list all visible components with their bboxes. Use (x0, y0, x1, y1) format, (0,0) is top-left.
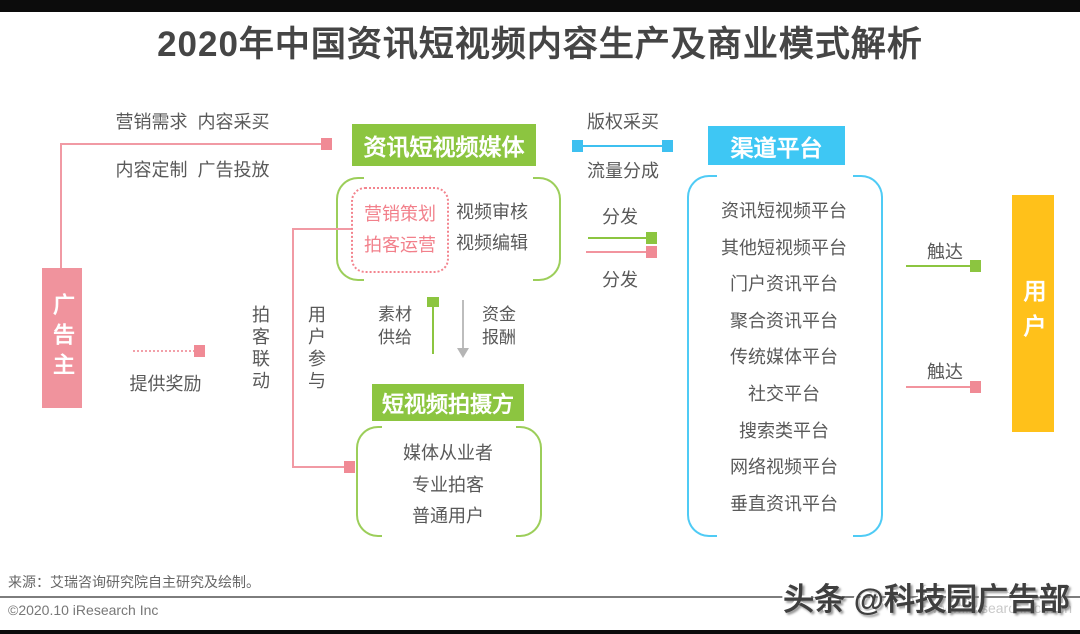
arrow-right-icon (646, 246, 657, 258)
shooter-members-list: 媒体从业者 专业拍客 普通用户 (366, 438, 530, 533)
flow-label-custom-ads: 内容定制 广告投放 (115, 160, 270, 180)
platform-list: 资讯短视频平台 其他短视频平台 门户资讯平台 聚合资讯平台 传统媒体平台 社交平… (690, 193, 878, 522)
flow-line-reward-dotted (133, 350, 195, 352)
flow-line-distribute-pink (586, 251, 648, 253)
platform-item: 社交平台 (748, 383, 820, 404)
bottom-letterbox-bar (0, 630, 1080, 634)
label-material-supply: 素材 供给 (374, 303, 416, 349)
flow-line-reach-pink (906, 386, 972, 388)
top-letterbox-bar (0, 0, 1080, 12)
media-box: 资讯短视频媒体 (352, 124, 536, 166)
member-pro-paike: 专业拍客 (412, 474, 484, 495)
label-material: 素材 (378, 305, 412, 324)
arrow-right-icon (344, 461, 355, 473)
arrow-down-icon (457, 348, 469, 358)
flow-line-distribute-green (588, 237, 648, 239)
flow-line-advertiser-media (60, 143, 322, 145)
label-user-join: 用户参与 (306, 305, 326, 393)
role-video-review: 视频审核 (456, 202, 528, 222)
label-distribute-top: 分发 (602, 207, 638, 227)
label-distribute-bottom: 分发 (602, 270, 638, 290)
role-video-editing: 视频编辑 (456, 233, 528, 253)
copyright-note: ©2020.10 iResearch Inc (8, 602, 159, 618)
media-bracket-right (533, 177, 561, 281)
flow-line-reach-green (906, 265, 972, 267)
flow-line-roles-left (292, 228, 351, 230)
role-marketing-planning: 营销策划 (364, 204, 436, 224)
platform-item: 传统媒体平台 (730, 347, 838, 368)
flow-line-pay-down (462, 300, 464, 350)
flow-line-supply-up (432, 304, 434, 354)
arrow-up-icon (427, 297, 439, 307)
platform-item: 资讯短视频平台 (721, 201, 847, 221)
label-reward: 提供奖励 (129, 374, 202, 394)
flow-line-rights (582, 145, 664, 147)
iresearch-watermark: www.iresearch.com.cn (931, 600, 1072, 616)
label-paike-liandong: 拍客联动 (250, 305, 270, 393)
platform-item: 网络视频平台 (730, 457, 838, 478)
member-normal-user: 普通用户 (412, 506, 484, 526)
platform-item: 其他短视频平台 (721, 237, 847, 258)
label-fund-pay: 资金 报酬 (478, 303, 520, 349)
member-media-pro: 媒体从业者 (403, 443, 493, 463)
arrow-right-icon (662, 140, 673, 152)
gray-roles-group: 视频审核 视频编辑 (452, 187, 532, 269)
platform-item: 垂直资讯平台 (730, 493, 838, 514)
role-paike-operation: 拍客运营 (364, 235, 436, 255)
page-title: 2020年中国资讯短视频内容生产及商业模式解析 (157, 25, 923, 64)
platform-item: 聚合资讯平台 (730, 310, 838, 331)
label-supply: 供给 (378, 328, 412, 347)
dotted-roles-box: 营销策划 拍客运营 (351, 187, 449, 273)
arrow-right-icon (194, 345, 205, 357)
channel-bracket-left (687, 175, 717, 537)
flow-label-demand-buy: 营销需求 内容采买 (115, 112, 270, 132)
flow-line-advertiser-up (60, 143, 62, 268)
footer-divider (0, 596, 1080, 598)
platform-item: 搜索类平台 (739, 420, 829, 441)
toutiao-brand-badge: 头条 @科技园广告部 (783, 582, 1070, 617)
arrow-right-icon (970, 381, 981, 393)
label-pay: 报酬 (482, 328, 516, 347)
label-traffic-share: 流量分成 (587, 161, 659, 181)
arrow-right-icon (321, 138, 332, 150)
arrow-right-icon (646, 232, 657, 244)
flow-line-roles-to-shooter (292, 466, 345, 468)
arrow-left-icon (572, 140, 583, 152)
user-box: 用户 (1012, 195, 1054, 432)
platform-item: 门户资讯平台 (730, 274, 838, 295)
arrow-right-icon (970, 260, 981, 272)
label-reach-top: 触达 (927, 242, 963, 262)
label-copyright-buy: 版权采买 (587, 112, 659, 132)
label-fund: 资金 (482, 305, 516, 324)
advertiser-box: 广告主 (42, 268, 82, 408)
channel-box: 渠道平台 (708, 126, 845, 165)
label-reach-bottom: 触达 (927, 362, 963, 382)
shooter-box: 短视频拍摄方 (372, 384, 524, 421)
source-note: 来源：艾瑞咨询研究院自主研究及绘制。 (8, 574, 260, 590)
flow-line-roles-down (292, 228, 294, 468)
